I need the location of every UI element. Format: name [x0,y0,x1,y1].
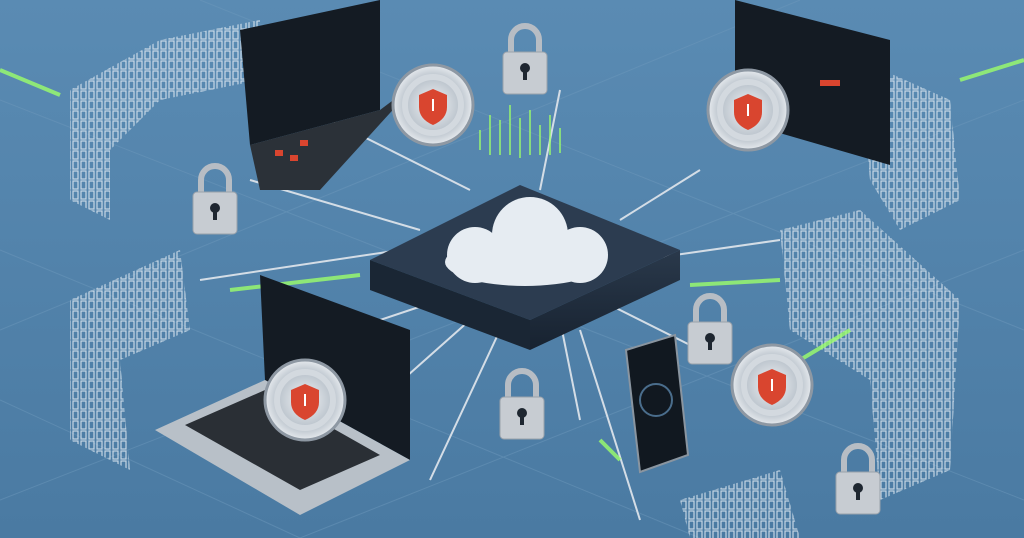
laptop-icon [240,0,420,190]
shield-icon [393,65,473,145]
laptop-icon [155,275,410,515]
shield-icon [732,345,812,425]
fence-icon [70,20,960,538]
data-stream [479,105,561,158]
shield-icon [265,360,345,440]
glow-lines [0,58,1024,462]
smartphone-icon [624,333,690,474]
cloud-icon [445,197,608,286]
shield-icon [708,70,788,150]
cloud-server [370,185,680,350]
